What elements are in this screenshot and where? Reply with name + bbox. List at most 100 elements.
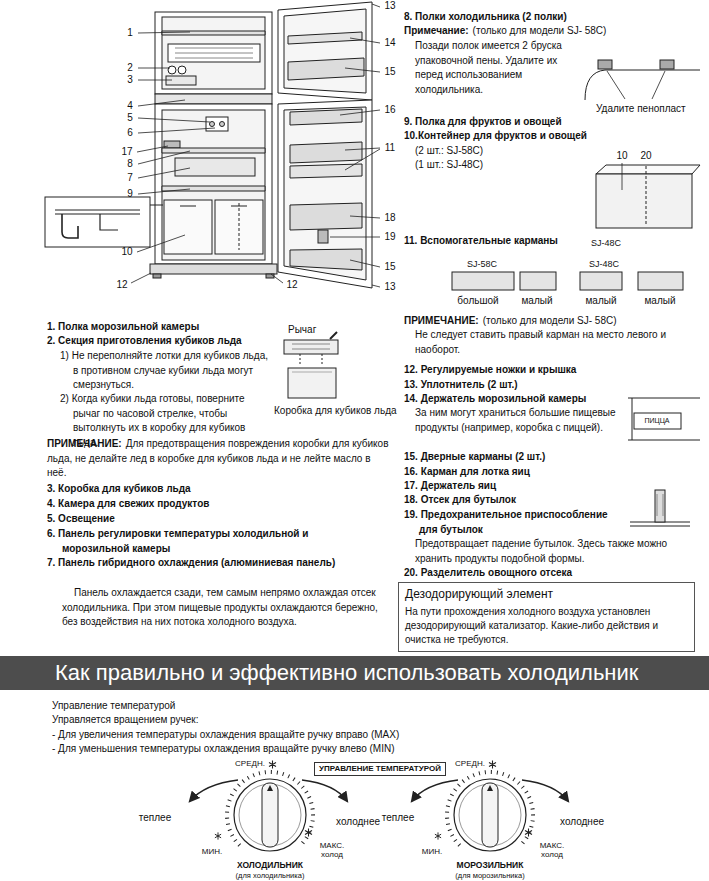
leader-lines bbox=[131, 4, 380, 287]
label-holder: (2 шт.: SJ-58C) bbox=[415, 144, 483, 159]
pocket-illustration bbox=[452, 272, 683, 290]
foam-illustration bbox=[607, 71, 665, 99]
label-text: МАКС. холод bbox=[536, 841, 568, 859]
refrigerator-illustration bbox=[168, 66, 176, 74]
refrigerator-illustration bbox=[166, 76, 196, 85]
callout-number: 16 bbox=[384, 103, 395, 118]
dial-illustration bbox=[227, 772, 313, 851]
refrigerator-illustration bbox=[318, 230, 328, 243]
label-holder: Для предотвращения повреждения коробки д… bbox=[47, 437, 390, 481]
label-holder: Удалите пенопласт bbox=[596, 102, 686, 117]
label-holder: Коробка для кубиков льда bbox=[274, 404, 397, 419]
label-holder: 18 bbox=[384, 211, 395, 226]
foam-illustration bbox=[585, 70, 700, 100]
label-holder: Управление температурой bbox=[52, 699, 175, 714]
leader-lines bbox=[138, 80, 172, 81]
label-holder: 8. Полки холодильника (2 полки) bbox=[404, 10, 567, 25]
leader-lines bbox=[345, 68, 380, 72]
label-text: SJ-48C bbox=[591, 238, 621, 248]
refrigerator-illustration bbox=[150, 264, 277, 274]
refrigerator-illustration bbox=[210, 122, 215, 127]
label-holder: 12 bbox=[116, 278, 127, 293]
label-holder: (для холодильника) bbox=[236, 872, 305, 881]
label-holder: Примечание: bbox=[404, 24, 469, 39]
item-heading: 10.Контейнер для фруктов и овощей bbox=[404, 129, 587, 144]
label-text: Позади полок имеется 2 бруска упаковочно… bbox=[415, 39, 580, 97]
label-holder: 3 bbox=[127, 73, 133, 88]
item-heading: 7. Панель гибридного охлаждения (алюмини… bbox=[47, 556, 352, 571]
label-holder: 1) Не переполняйте лотки для кубиков льд… bbox=[60, 349, 268, 393]
item-heading: 13. Уплотнитель (2 шт.) bbox=[404, 378, 518, 393]
item-heading: 19. Предохранительное приспособление для… bbox=[404, 508, 609, 537]
callout-number: 10 bbox=[121, 245, 132, 260]
callout-number: 9 bbox=[127, 187, 133, 202]
leader-lines bbox=[138, 100, 185, 106]
label-holder: 14. Держатель морозильной камеры bbox=[404, 392, 586, 407]
label-holder: 11 bbox=[385, 141, 395, 156]
refrigerator-illustration bbox=[239, 203, 240, 250]
label-holder: большой bbox=[457, 294, 498, 309]
leader-lines bbox=[138, 168, 190, 178]
item-heading: МОРОЗИЛЬНИК bbox=[457, 861, 524, 871]
refrigerator-illustration bbox=[162, 31, 265, 35]
label-holder: 4. Камера для свежих продуктов bbox=[47, 497, 209, 512]
item-heading: 17. Держатель яиц bbox=[404, 479, 496, 494]
pocket-illustration bbox=[520, 272, 556, 290]
label-holder: 13 bbox=[384, 0, 395, 13]
label-text: Управляется вращением ручек: bbox=[52, 713, 198, 728]
label-holder: МИН. bbox=[202, 847, 222, 856]
label-holder: 9 bbox=[127, 187, 133, 202]
item-heading: ХОЛОДИЛЬНИК bbox=[237, 861, 303, 871]
label-text: холоднее bbox=[560, 815, 604, 830]
callout-number: 14 bbox=[384, 36, 395, 51]
dial-illustration bbox=[522, 780, 568, 801]
callout-number: 13 bbox=[384, 0, 395, 13]
foam-illustration bbox=[660, 60, 674, 69]
label-holder: 19 bbox=[384, 230, 395, 245]
label-holder: теплее bbox=[139, 811, 171, 826]
pizza-illustration bbox=[628, 398, 700, 440]
label-holder: 11. Вспомогательные карманы bbox=[404, 234, 558, 249]
label-holder: теплее bbox=[382, 811, 414, 826]
callout-number: 3 bbox=[127, 73, 133, 88]
leader-lines bbox=[131, 273, 151, 283]
refrigerator-illustration bbox=[162, 17, 265, 89]
refrigerator-illustration bbox=[284, 107, 366, 280]
label-holder: Панель охлаждается сзади, тем самым непр… bbox=[62, 586, 390, 630]
ice-box-illustration bbox=[284, 340, 338, 354]
label-holder: SJ-58C bbox=[467, 259, 497, 269]
label-holder: Не следует ставить правый карман на мест… bbox=[415, 328, 690, 357]
label-holder: Предотвращает падение бутылок. Здесь так… bbox=[415, 537, 670, 566]
refrigerator-illustration bbox=[206, 117, 228, 131]
label-text: Для предотвращения повреждения коробки д… bbox=[47, 437, 390, 481]
refrigerator-illustration bbox=[45, 2, 372, 288]
label-text: Предотвращает падение бутылок. Здесь так… bbox=[415, 537, 670, 566]
label-text: малый bbox=[644, 294, 675, 309]
ice-box-illustration bbox=[330, 332, 337, 339]
refrigerator-illustration bbox=[155, 94, 272, 104]
dial-illustration bbox=[215, 832, 221, 839]
pocket-illustration bbox=[452, 272, 514, 290]
callout-number: 12 bbox=[116, 278, 127, 293]
label-holder: 15 bbox=[384, 65, 395, 80]
label-holder: 19. Предохранительное приспособление для… bbox=[404, 508, 609, 537]
leader-lines bbox=[138, 32, 190, 33]
item-heading: 18. Отсек для бутылок bbox=[404, 493, 516, 508]
item-heading: 9. Полка для фруктов и овощей bbox=[404, 115, 562, 130]
label-text: (1 шт.: SJ-48C) bbox=[415, 158, 483, 173]
label-holder: 6. Панель регулировки температуры холоди… bbox=[47, 527, 352, 556]
label-text: большой bbox=[457, 294, 498, 309]
callout-number: 7 bbox=[127, 171, 133, 186]
label-holder: холоднее bbox=[336, 815, 380, 830]
bottle-guard-illustration bbox=[655, 490, 665, 522]
leader-lines bbox=[345, 148, 380, 150]
label-holder: 20 bbox=[640, 149, 651, 164]
leader-lines bbox=[340, 110, 380, 115]
refrigerator-illustration bbox=[290, 249, 362, 270]
dial-illustration bbox=[305, 828, 312, 836]
leader-lines bbox=[330, 237, 380, 238]
control-box: УПРАВЛЕНИЕ ТЕМПЕРАТУРОЙ bbox=[314, 762, 446, 776]
item-heading: 8. Полки холодильника (2 полки) bbox=[404, 10, 567, 25]
dial-illustration bbox=[302, 780, 347, 801]
label-holder: 15 bbox=[384, 260, 395, 275]
